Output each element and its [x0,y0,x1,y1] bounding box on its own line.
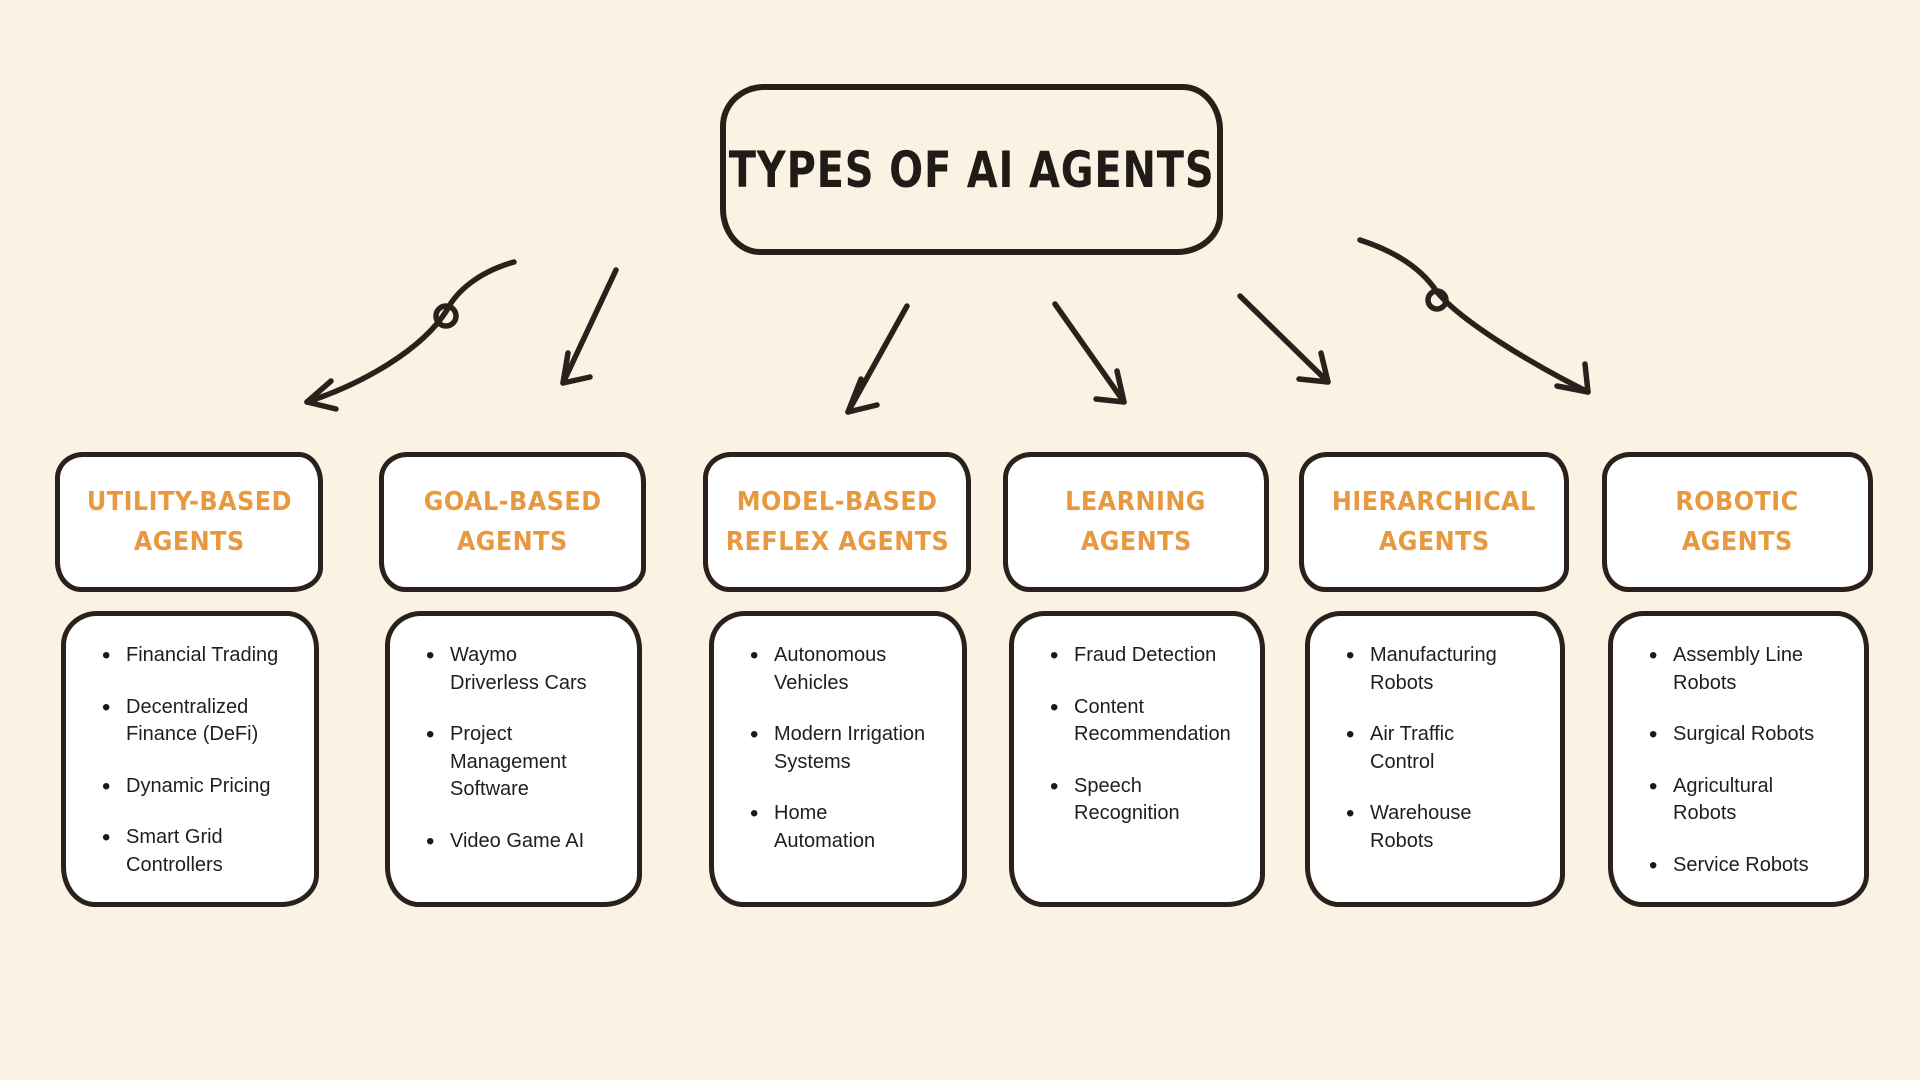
agent-column-learning: LEARNING AGENTS Fraud DetectionContent R… [1003,452,1269,907]
example-list-item: Modern Irrigation Systems [748,718,942,776]
example-list-item: Speech Recognition [1048,770,1240,828]
example-list-item: Fraud Detection [1048,639,1240,672]
example-list-item: Warehouse Robots [1344,797,1540,855]
straight-arrow-4 [1052,301,1127,405]
category-title-line: LEARNING [1065,486,1207,517]
straight-arrow-2 [560,267,619,386]
example-list-item: Manufacturing Robots [1344,639,1540,697]
agent-column-hierarchical: HIERARCHICAL AGENTS Manufacturing Robots… [1299,452,1569,907]
category-title-line: AGENTS [1378,527,1490,557]
category-title-line: AGENTS [1682,527,1793,557]
agent-column-robotic: ROBOTIC AGENTS Assembly Line RobotsSurgi… [1602,452,1873,907]
example-list-item: Smart Grid Controllers [100,821,294,879]
title-box: TYPES OF AI AGENTS [720,84,1223,255]
example-list-item: Service Robots [1647,849,1844,882]
examples-list: Waymo Driverless CarsProject Management … [424,639,617,858]
example-list-item: Surgical Robots [1647,718,1844,751]
category-header-box: HIERARCHICAL AGENTS [1299,452,1569,592]
curved-loop-arrow-1 [304,259,517,412]
agent-column-utility-based: UTILITY-BASED AGENTS Financial TradingDe… [55,452,323,907]
example-list-item: Dynamic Pricing [100,770,294,803]
category-title-line: HIERARCHICAL [1332,486,1536,517]
example-list-item: Project Management Software [424,718,617,804]
example-list-item: Agricultural Robots [1647,770,1844,828]
category-title-line: REFLEX AGENTS [725,527,949,557]
agent-column-goal-based: GOAL-BASED AGENTS Waymo Driverless CarsP… [379,452,646,907]
examples-list: Assembly Line RobotsSurgical RobotsAgric… [1647,639,1844,882]
example-list-item: Air Traffic Control [1344,718,1540,776]
example-list-item: Assembly Line Robots [1647,639,1844,697]
example-list-item: Decentralized Finance (DeFi) [100,691,294,749]
category-examples-box: Autonomous VehiclesModern Irrigation Sys… [709,611,967,907]
category-title-line: GOAL-BASED [423,486,602,517]
category-title-line: AGENTS [457,527,568,557]
category-header-box: ROBOTIC AGENTS [1602,452,1873,592]
example-list-item: Autonomous Vehicles [748,639,942,697]
category-header-box: GOAL-BASED AGENTS [379,452,646,592]
category-examples-box: Financial TradingDecentralized Finance (… [61,611,319,907]
category-title-line: ROBOTIC [1675,486,1800,517]
category-examples-box: Manufacturing RobotsAir Traffic ControlW… [1305,611,1565,907]
category-header-box: MODEL-BASED REFLEX AGENTS [703,452,971,592]
straight-arrow-3 [845,303,910,415]
example-list-item: Waymo Driverless Cars [424,639,617,697]
agent-column-model-based-reflex: MODEL-BASED REFLEX AGENTS Autonomous Veh… [703,452,971,907]
example-list-item: Financial Trading [100,639,294,672]
page-title: TYPES OF AI AGENTS [728,140,1215,199]
examples-list: Manufacturing RobotsAir Traffic ControlW… [1344,639,1540,856]
examples-list: Autonomous VehiclesModern Irrigation Sys… [748,639,942,856]
examples-list: Fraud DetectionContent RecommendationSpe… [1048,639,1240,828]
category-examples-box: Assembly Line RobotsSurgical RobotsAgric… [1608,611,1869,907]
example-list-item: Content Recommendation [1048,691,1240,749]
category-title-line: AGENTS [1080,527,1192,557]
example-list-item: Home Automation [748,797,942,855]
curved-loop-arrow-6 [1357,237,1591,395]
category-title-line: UTILITY-BASED [86,486,292,517]
category-title-line: MODEL-BASED [736,486,938,517]
category-header-box: LEARNING AGENTS [1003,452,1269,592]
category-title-line: AGENTS [133,527,245,557]
category-header-box: UTILITY-BASED AGENTS [55,452,323,592]
straight-arrow-5 [1237,293,1331,385]
example-list-item: Video Game AI [424,825,617,858]
category-examples-box: Waymo Driverless CarsProject Management … [385,611,642,907]
examples-list: Financial TradingDecentralized Finance (… [100,639,294,880]
category-examples-box: Fraud DetectionContent RecommendationSpe… [1009,611,1265,907]
